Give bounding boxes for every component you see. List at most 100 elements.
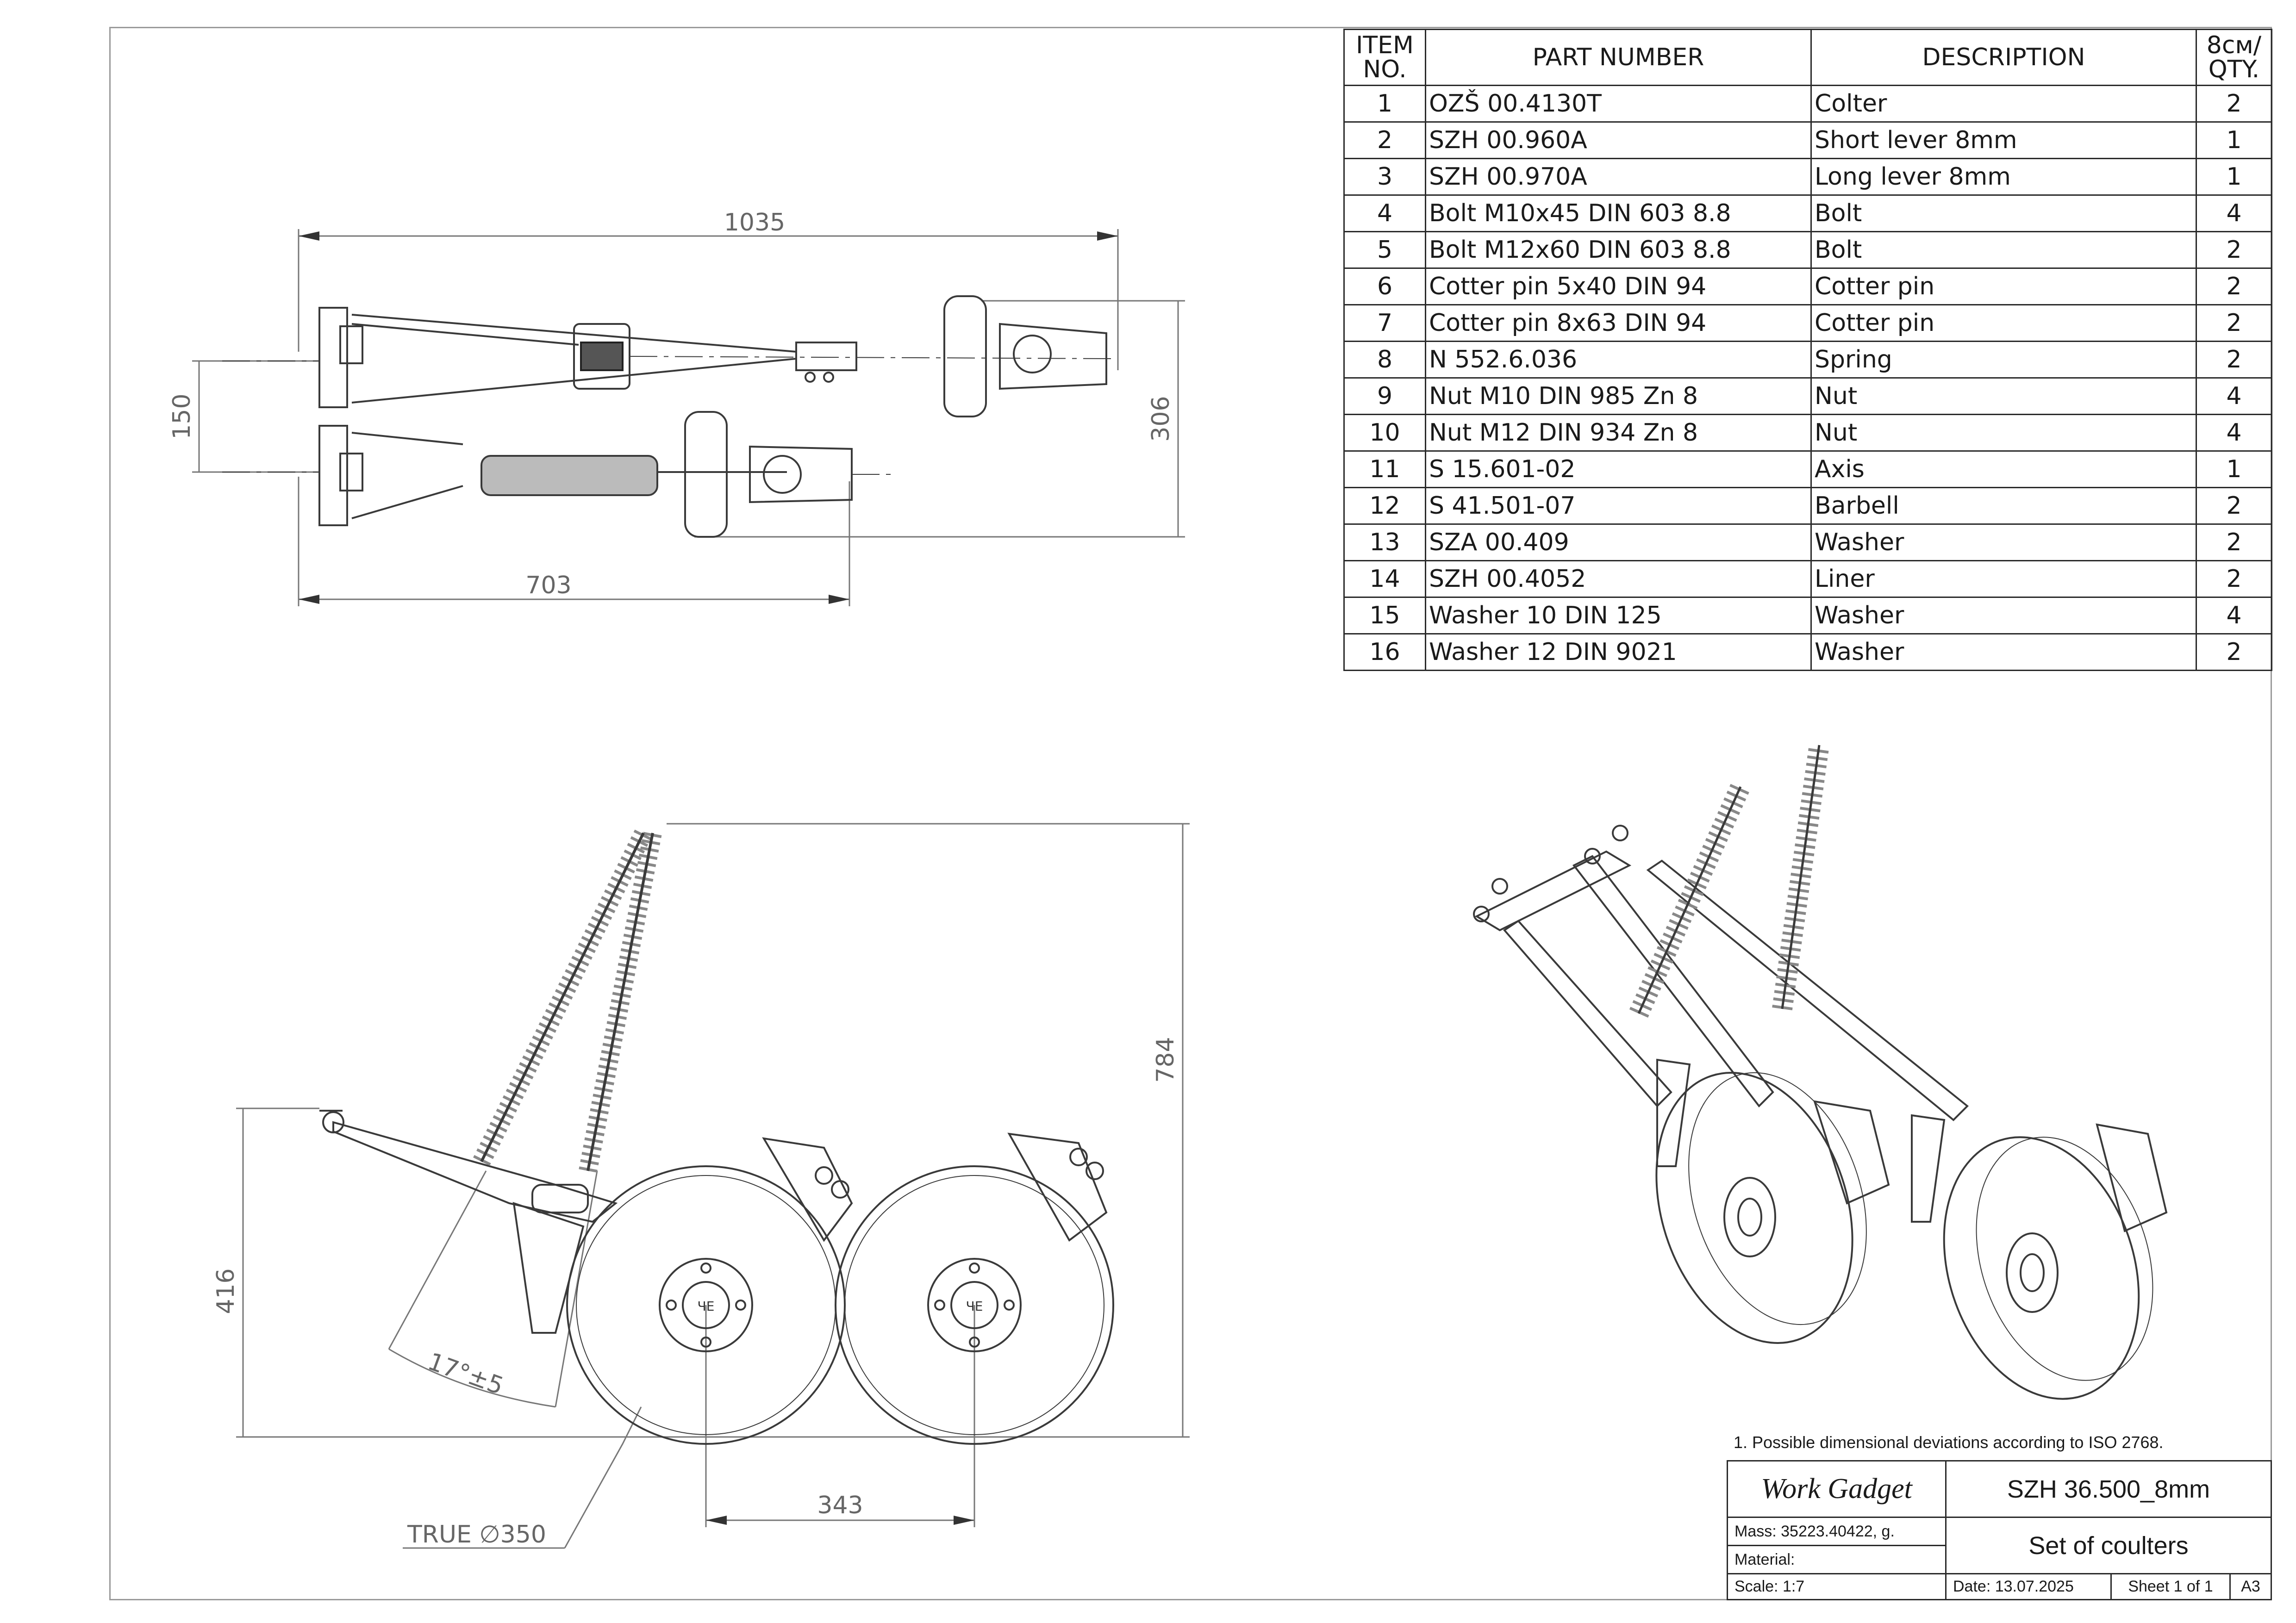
bom-part: Cotter pin 8x63 DIN 94 (1425, 304, 1812, 342)
bom-desc: Liner (1810, 560, 2197, 598)
bom-desc: Axis (1810, 450, 2197, 488)
bom-item: 14 (1343, 560, 1426, 598)
bom-qty: 1 (2196, 450, 2272, 488)
bom-item: 10 (1343, 414, 1426, 452)
bom-part: SZH 00.970A (1425, 158, 1812, 196)
bom-qty: 2 (2196, 633, 2272, 671)
bom-qty: 4 (2196, 597, 2272, 634)
bom-qty: 2 (2196, 341, 2272, 379)
bom-desc: Washer (1810, 633, 2197, 671)
bom-part: Nut M12 DIN 934 Zn 8 (1425, 414, 1812, 452)
bom-part: Bolt M12x60 DIN 603 8.8 (1425, 231, 1812, 269)
bom-part: Washer 10 DIN 125 (1425, 597, 1812, 634)
bom-qty: 2 (2196, 487, 2272, 525)
paper-size-field: A3 (2229, 1573, 2272, 1600)
dim-top-width: 1035 (724, 209, 785, 236)
bom-part: OZŠ 00.4130T (1425, 85, 1812, 123)
drawing-title: Set of coulters (1945, 1517, 2272, 1574)
bom-item: 1 (1343, 85, 1426, 123)
bom-qty: 1 (2196, 121, 2272, 159)
bom-item: 12 (1343, 487, 1426, 525)
sheet-field: Sheet 1 of 1 (2110, 1573, 2231, 1600)
bom-part: Washer 12 DIN 9021 (1425, 633, 1812, 671)
dim-side-height-left: 416 (212, 1268, 240, 1314)
bom-part: Bolt M10x45 DIN 603 8.8 (1425, 194, 1812, 232)
bom-qty: 2 (2196, 85, 2272, 123)
bom-desc: Nut (1810, 414, 2197, 452)
mass-field: Mass: 35223.40422, g. (1727, 1517, 1947, 1546)
bom-part: S 15.601-02 (1425, 450, 1812, 488)
bom-desc: Long lever 8mm (1810, 158, 2197, 196)
bom-header-qty: 8см/QTY. (2196, 29, 2272, 86)
bom-item: 7 (1343, 304, 1426, 342)
bom-qty: 4 (2196, 194, 2272, 232)
bom-qty: 2 (2196, 231, 2272, 269)
bom-header-desc: DESCRIPTION (1810, 29, 2197, 86)
company-logo: Work Gadget (1727, 1460, 1947, 1518)
bom-item: 4 (1343, 194, 1426, 232)
bom-item: 15 (1343, 597, 1426, 634)
bom-header-part: PART NUMBER (1425, 29, 1812, 86)
bom-part: S 41.501-07 (1425, 487, 1812, 525)
bom-part: Nut M10 DIN 985 Zn 8 (1425, 377, 1812, 415)
date-field: Date: 13.07.2025 (1945, 1573, 2112, 1600)
bom-item: 5 (1343, 231, 1426, 269)
bom-desc: Barbell (1810, 487, 2197, 525)
bom-desc: Washer (1810, 523, 2197, 561)
tolerance-note: 1. Possible dimensional deviations accor… (1734, 1433, 2164, 1452)
dim-disc-spacing: 343 (817, 1492, 863, 1519)
bom-item: 3 (1343, 158, 1426, 196)
bom-desc: Bolt (1810, 194, 2197, 232)
scale-field: Scale: 1:7 (1727, 1573, 1947, 1600)
bom-item: 2 (1343, 121, 1426, 159)
bom-item: 16 (1343, 633, 1426, 671)
bom-qty: 4 (2196, 377, 2272, 415)
dim-disc-diameter: TRUE ∅350 (407, 1521, 546, 1548)
bom-part: SZA 00.409 (1425, 523, 1812, 561)
bom-qty: 1 (2196, 158, 2272, 196)
bom-qty: 2 (2196, 267, 2272, 305)
bom-part: N 552.6.036 (1425, 341, 1812, 379)
bom-desc: Cotter pin (1810, 267, 2197, 305)
bom-item: 8 (1343, 341, 1426, 379)
bom-part: SZH 00.4052 (1425, 560, 1812, 598)
bom-item: 13 (1343, 523, 1426, 561)
bom-qty: 2 (2196, 560, 2272, 598)
bom-desc: Bolt (1810, 231, 2197, 269)
bom-desc: Washer (1810, 597, 2197, 634)
dim-top-lower-width: 703 (525, 572, 571, 599)
bom-part: Cotter pin 5x40 DIN 94 (1425, 267, 1812, 305)
bom-qty: 2 (2196, 304, 2272, 342)
drawing-frame (109, 27, 2272, 1600)
bom-qty: 4 (2196, 414, 2272, 452)
bom-item: 11 (1343, 450, 1426, 488)
bom-desc: Short lever 8mm (1810, 121, 2197, 159)
material-field: Material: (1727, 1545, 1947, 1574)
bom-desc: Colter (1810, 85, 2197, 123)
bom-desc: Nut (1810, 377, 2197, 415)
dim-side-height: 784 (1152, 1037, 1179, 1082)
bom-item: 9 (1343, 377, 1426, 415)
dim-top-height-right: 306 (1147, 396, 1175, 442)
dim-top-height-left: 150 (168, 393, 196, 439)
bom-part: SZH 00.960A (1425, 121, 1812, 159)
